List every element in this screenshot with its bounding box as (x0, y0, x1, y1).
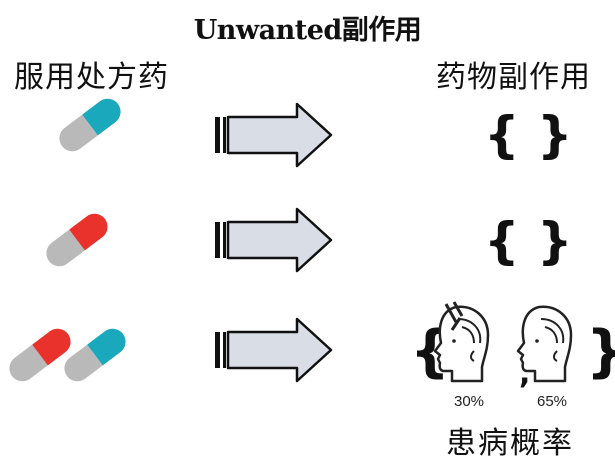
probability-label: 患病概率 (446, 426, 574, 461)
right-brace-icon: } (586, 319, 615, 384)
headache-head-icon (433, 305, 490, 383)
probability-value-1: 30% (454, 393, 485, 410)
headache-head-icon (516, 305, 573, 383)
capsule-teal-icon (59, 323, 131, 387)
capsule-teal-icon (54, 93, 126, 157)
curly-braces-icon: { } (484, 106, 573, 164)
arrow-right-icon (213, 102, 333, 168)
curly-braces-icon: { } (484, 212, 573, 270)
capsule-red-icon (4, 323, 76, 387)
capsule-red-icon (41, 208, 113, 272)
left-column-heading: 服用处方药 (14, 60, 169, 95)
arrow-right-icon (213, 207, 333, 273)
diagram-title: Unwanted副作用 (193, 15, 422, 46)
arrow-right-icon (213, 317, 333, 383)
probability-value-2: 65% (537, 393, 568, 410)
comma-separator: , (519, 356, 530, 391)
right-column-heading: 药物副作用 (436, 60, 591, 95)
